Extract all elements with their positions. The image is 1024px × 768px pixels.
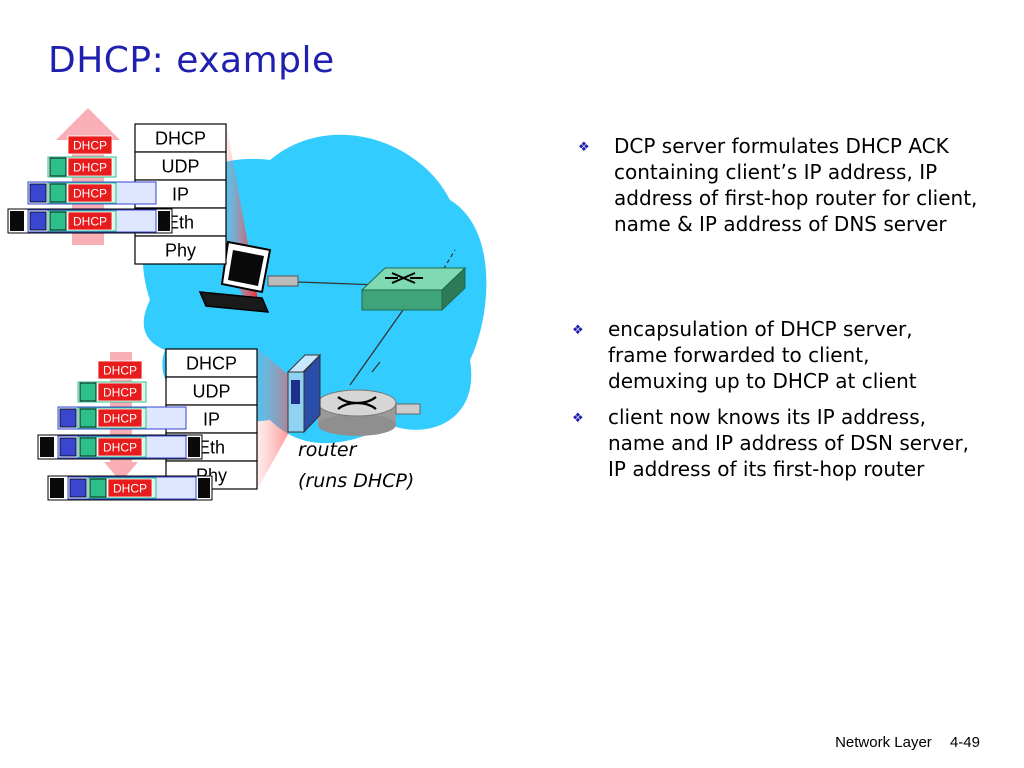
link-switch-router: [349, 302, 409, 386]
server-frame-eth: DHCP: [37, 434, 203, 460]
link-laptop-switch: [297, 281, 381, 286]
dhcp-packet-label: DHCP: [73, 187, 107, 201]
server-layer-label: DHCP: [186, 353, 237, 373]
server-layer-label: IP: [203, 409, 220, 429]
dhcp-packet-label: DHCP: [73, 161, 107, 175]
diamond-bullet-icon: ❖: [578, 140, 590, 155]
client-layer-label: Phy: [165, 240, 196, 260]
server-frame-dhcp: DHCP: [97, 360, 143, 380]
bullet-text: encapsulation of DHCP server, frame forw…: [608, 317, 917, 393]
dhcp-packet-label: DHCP: [113, 482, 147, 496]
server-frames: DHCP DHCP DHCP DHCP DHCP: [37, 360, 213, 501]
client-layer-udp: UDP: [134, 151, 227, 181]
client-frames: DHCP DHCP DHCP DHCP: [7, 135, 173, 234]
server-frame-udp: DHCP: [77, 381, 147, 403]
client-frame-dhcp: DHCP: [67, 135, 113, 155]
dhcp-packet-label: DHCP: [103, 364, 137, 378]
bullet-item: ❖ client now knows its IP address, name a…: [572, 404, 972, 482]
diamond-bullet-icon: ❖: [572, 323, 584, 338]
dhcp-packet-label: DHCP: [103, 386, 137, 400]
server-frame-phy: DHCP: [47, 475, 213, 501]
bullet-item: ❖ encapsulation of DHCP server, frame for…: [572, 316, 972, 394]
server-layer-dhcp: DHCP: [165, 348, 258, 378]
bullet-item: ❖ DCP server formulates DHCP ACK containi…: [578, 133, 978, 237]
router-label-line2: (runs DHCP): [298, 470, 414, 492]
client-layer-label: Eth: [167, 212, 194, 232]
client-layer-label: UDP: [161, 156, 199, 176]
footer-section: Network Layer: [835, 734, 932, 751]
router-icon: [317, 389, 421, 436]
client-frame-udp: DHCP: [47, 156, 117, 178]
dhcp-packet-label: DHCP: [73, 215, 107, 229]
slide-title: DHCP: example: [48, 40, 335, 81]
dhcp-packet-label: DHCP: [103, 441, 137, 455]
footer-page-number: 4-49: [949, 734, 980, 751]
client-layer-phy: Phy: [134, 235, 227, 265]
link-switch-up: [439, 249, 456, 276]
switch-icon: [360, 266, 467, 312]
bullet-list-top: ❖ DCP server formulates DHCP ACK containi…: [578, 133, 978, 247]
client-layer-dhcp: DHCP: [134, 123, 227, 153]
server-layer-label: UDP: [192, 381, 230, 401]
link-router-right: [371, 361, 381, 373]
laptop-icon: [198, 240, 299, 313]
dhcp-packet-label: DHCP: [103, 412, 137, 426]
server-icon: [286, 353, 322, 434]
server-layer-label: Eth: [198, 437, 225, 457]
server-layer-udp: UDP: [165, 376, 258, 406]
slide-footer: Network Layer 4-49: [821, 734, 980, 751]
router-label-line1: router: [298, 439, 358, 461]
bullet-text: client now knows its IP address, name an…: [608, 405, 970, 481]
client-frame-ip: DHCP: [27, 181, 157, 205]
dhcp-packet-label: DHCP: [73, 139, 107, 153]
client-frame-eth: DHCP: [7, 208, 173, 234]
client-layer-label: IP: [172, 184, 189, 204]
bullet-text: DCP server formulates DHCP ACK containin…: [614, 134, 978, 236]
diamond-bullet-icon: ❖: [572, 411, 584, 426]
server-frame-ip: DHCP: [57, 406, 187, 430]
client-layer-label: DHCP: [155, 128, 206, 148]
bullet-list-bottom: ❖ encapsulation of DHCP server, frame for…: [572, 316, 972, 492]
